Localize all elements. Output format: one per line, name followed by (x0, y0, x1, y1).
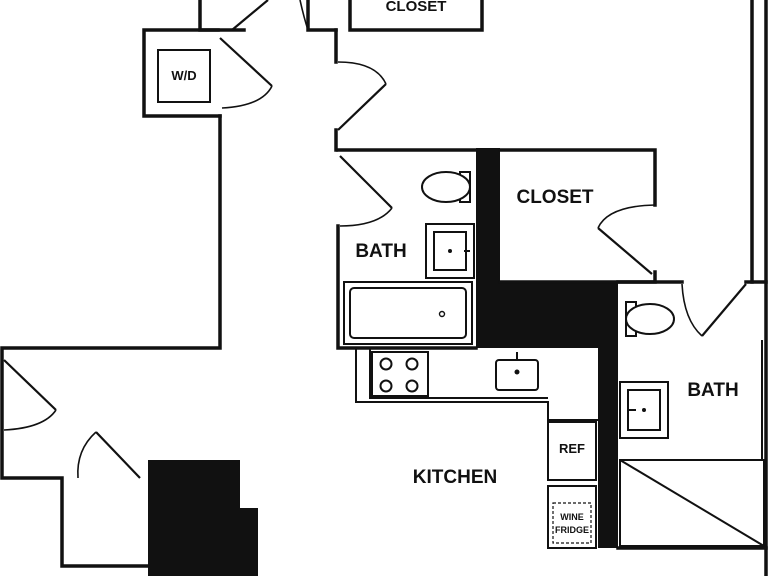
wall-mass-bottom-left-step (182, 508, 258, 576)
door-corridor-arc (337, 61, 387, 85)
wall-top-corridor (306, 0, 338, 32)
door-wd-arc (221, 85, 273, 109)
label-closet-top: CLOSET (386, 0, 447, 15)
toilet-left (421, 171, 471, 203)
kitchen-sink (495, 352, 539, 391)
shower-right (619, 459, 765, 547)
washer-dryer-box (157, 49, 211, 103)
door-bath-right-arc (681, 283, 703, 337)
door-bath-left-leaf (339, 155, 393, 209)
wall-mass-kitchen-side (598, 348, 618, 548)
label-bath-left: BATH (355, 241, 406, 262)
toilet-right (625, 301, 675, 337)
label-wine-fridge-line1: WINE (560, 512, 584, 522)
door-lower-left-arc (77, 431, 97, 479)
solid-wall-masses (148, 148, 618, 576)
door-corridor-leaf (337, 83, 387, 131)
door-bath-left-arc (339, 207, 393, 227)
fixtures (157, 49, 765, 549)
label-refrigerator: REF (559, 441, 585, 456)
label-washer-dryer: W/D (171, 68, 196, 83)
wall-mass-kitchen-corner (476, 282, 618, 348)
refrigerator-box (547, 421, 597, 481)
door-left-arc (3, 409, 57, 431)
door-corridor-top-arc (299, 0, 309, 31)
door-closet-mid-leaf (597, 227, 653, 275)
wall-bath-left-west (336, 224, 478, 350)
label-closet-mid: CLOSET (516, 187, 593, 208)
wall-closet-mid (498, 148, 657, 207)
kitchen-counter (355, 348, 598, 421)
kitchen-counter-back (369, 348, 548, 399)
wine-fridge-box (547, 485, 597, 549)
wall-wd-closet (142, 28, 222, 118)
sink-right (619, 381, 669, 439)
door-top-left-leaf (231, 0, 269, 31)
label-kitchen: KITCHEN (413, 467, 497, 488)
label-bath-right: BATH (687, 380, 738, 401)
door-left-leaf (3, 359, 57, 411)
bathtub (343, 281, 473, 345)
doors (3, 0, 747, 479)
label-wine-fridge-line2: FRIDGE (555, 525, 589, 535)
door-bath-right-leaf (701, 283, 747, 337)
stove (371, 351, 429, 397)
sink-left (425, 223, 475, 279)
wall-top-closet (348, 0, 484, 32)
wall-left-corridor (0, 114, 222, 568)
wall-mass-center (476, 148, 500, 282)
room-labels: CLOSET W/D CLOSET BATH BATH KITCHEN REF … (171, 0, 738, 535)
door-lower-left-leaf (95, 431, 141, 479)
door-wd-leaf (219, 37, 273, 87)
door-closet-mid-arc (597, 204, 656, 229)
